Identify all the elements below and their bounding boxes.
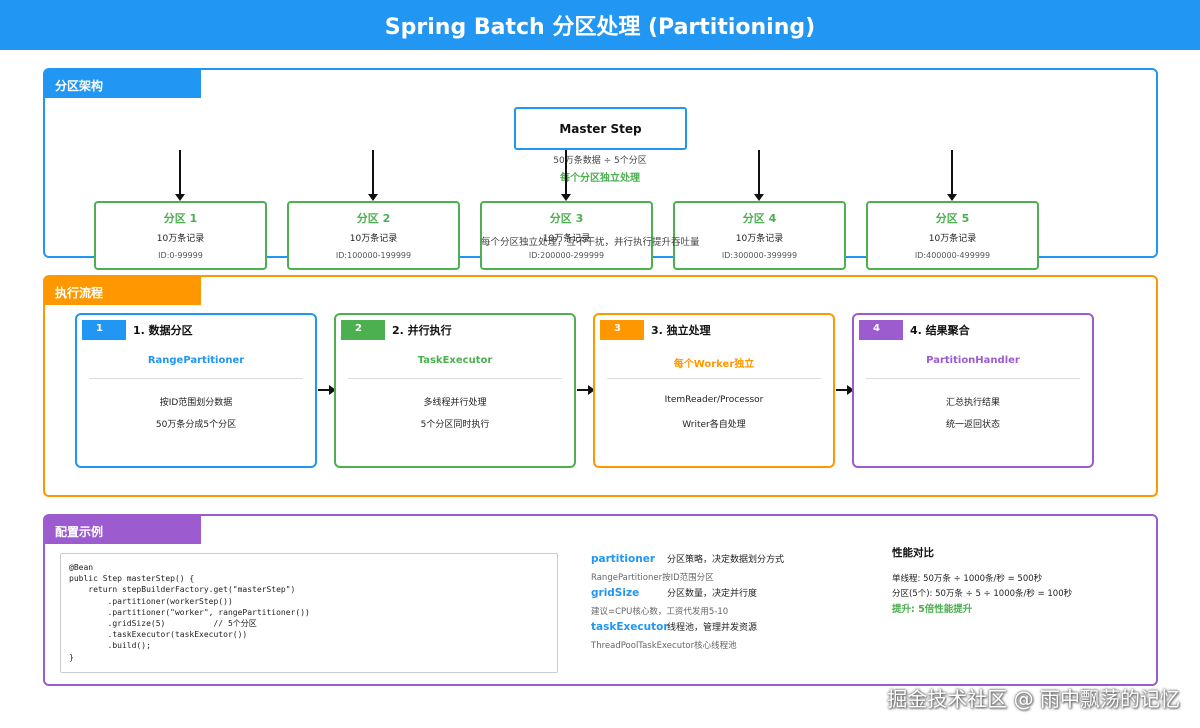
flow-step-2: 2 2. 并行执行 TaskExecutor 多线程并行处理 5个分区同时执行 xyxy=(334,313,576,468)
arrow-to-partition-2 xyxy=(368,150,378,201)
partition-box-2: 分区 2 10万条记录 ID:100000-199999 xyxy=(287,201,460,270)
master-highlight-note: 每个分区独立处理 xyxy=(560,173,640,184)
step-component: 每个Worker独立 xyxy=(673,359,755,370)
flow-step-3: 3 3. 独立处理 每个Worker独立 ItemReader/Processo… xyxy=(593,313,835,468)
watermark: 掘金技术社区 @ 雨中飘荡的记忆 xyxy=(887,687,1180,711)
config-sub: 建议=CPU核心数，工资代发用5-10 xyxy=(591,607,729,617)
partition-count: 10万条记录 xyxy=(735,234,784,244)
config-sub: ThreadPoolTaskExecutor核心线程池 xyxy=(591,641,737,651)
partition-overlap-note: 每个分区独立处理，互不干扰，并行执行提升吞吐量 xyxy=(481,237,700,248)
perf-single-thread: 单线程: 50万条 ÷ 1000条/秒 = 500秒 xyxy=(892,574,1043,584)
arrow-to-partition-3 xyxy=(561,150,571,201)
step-line-1: 多线程并行处理 xyxy=(423,398,487,408)
partition-id-range: ID:300000-399999 xyxy=(721,251,798,260)
step-title: 3. 独立处理 xyxy=(651,324,711,337)
arrow-to-partition-4 xyxy=(754,150,764,201)
master-data-note: 50万条数据 ÷ 5个分区 xyxy=(553,156,647,166)
partition-title: 分区 5 xyxy=(935,212,970,225)
partition-title: 分区 1 xyxy=(163,212,198,225)
config-sub: RangePartitioner按ID范围分区 xyxy=(591,573,714,583)
step-divider xyxy=(89,378,303,379)
step-line-2: Writer各自处理 xyxy=(682,420,746,430)
code-example: @Bean public Step masterStep() { return … xyxy=(69,563,310,662)
partition-box-4: 分区 4 10万条记录 ID:300000-399999 xyxy=(673,201,846,270)
step-divider xyxy=(348,378,562,379)
flow-arrow-3 xyxy=(836,385,854,395)
performance-comparison: 性能对比 单线程: 50万条 ÷ 1000条/秒 = 500秒 分区(5个): … xyxy=(892,545,1132,615)
flow-step-1: 1 1. 数据分区 RangePartitioner 按ID范围划分数据 50万… xyxy=(75,313,317,468)
partition-title: 分区 4 xyxy=(742,212,777,225)
master-step-box: Master Step xyxy=(514,107,687,150)
step-number-badge: 1 xyxy=(82,320,126,340)
partition-count: 10万条记录 xyxy=(928,234,977,244)
step-line-1: ItemReader/Processor xyxy=(664,395,764,405)
page-title: Spring Batch 分区处理 (Partitioning) xyxy=(384,15,816,40)
step-component: RangePartitioner xyxy=(147,355,245,366)
step-line-1: 汇总执行结果 xyxy=(945,398,1000,408)
partition-id-range: ID:0-99999 xyxy=(158,251,203,260)
step-number-badge: 3 xyxy=(600,320,644,340)
partition-id-range: ID:400000-499999 xyxy=(914,251,991,260)
config-desc: 分区策略，决定数据划分方式 xyxy=(667,555,785,565)
partition-id-range: ID:200000-299999 xyxy=(528,251,605,260)
step-line-2: 50万条分成5个分区 xyxy=(155,420,237,430)
arrow-to-partition-5 xyxy=(947,150,957,201)
step-component: PartitionHandler xyxy=(926,355,1020,366)
config-desc: 线程池，管理并发资源 xyxy=(667,623,758,633)
step-line-1: 按ID范围划分数据 xyxy=(159,398,233,408)
step-title: 1. 数据分区 xyxy=(133,324,193,337)
flow-section-label: 执行流程 xyxy=(45,277,201,305)
partition-box-5: 分区 5 10万条记录 ID:400000-499999 xyxy=(866,201,1039,270)
partition-title: 分区 3 xyxy=(549,212,584,225)
flow-arrow-1 xyxy=(318,385,336,395)
partition-box-3: 分区 3 10万条记录 ID:200000-299999 xyxy=(480,201,653,270)
partition-box-1: 分区 1 10万条记录 ID:0-99999 xyxy=(94,201,267,270)
config-item-gridsize: gridSize 分区数量，决定并行度 建议=CPU核心数，工资代发用5-10 xyxy=(591,581,871,617)
config-section-label: 配置示例 xyxy=(45,516,201,544)
step-line-2: 统一返回状态 xyxy=(945,420,1000,430)
config-item-partitioner: partitioner 分区策略，决定数据划分方式 RangePartitione… xyxy=(591,547,871,583)
title-bar: Spring Batch 分区处理 (Partitioning) xyxy=(0,0,1200,50)
config-key: gridSize xyxy=(591,587,640,599)
step-line-2: 5个分区同时执行 xyxy=(420,420,490,430)
flow-arrow-2 xyxy=(577,385,595,395)
config-key: taskExecutor xyxy=(591,621,669,633)
partition-count: 10万条记录 xyxy=(349,234,398,244)
perf-partitioned: 分区(5个): 50万条 ÷ 5 ÷ 1000条/秒 = 100秒 xyxy=(892,589,1073,599)
config-desc: 分区数量，决定并行度 xyxy=(667,589,758,599)
partition-title: 分区 2 xyxy=(356,212,391,225)
perf-gain: 提升: 5倍性能提升 xyxy=(892,604,973,615)
code-example-box: @Bean public Step masterStep() { return … xyxy=(60,553,558,673)
partition-id-range: ID:100000-199999 xyxy=(335,251,412,260)
step-component: TaskExecutor xyxy=(417,355,493,366)
config-key: partitioner xyxy=(591,553,656,565)
step-title: 2. 并行执行 xyxy=(392,324,452,337)
config-item-taskexecutor: taskExecutor线程池，管理并发资源 ThreadPoolTaskExe… xyxy=(591,615,871,651)
step-number-badge: 4 xyxy=(859,320,903,340)
partition-count: 10万条记录 xyxy=(542,234,591,244)
perf-heading: 性能对比 xyxy=(892,547,934,559)
step-divider xyxy=(866,378,1080,379)
flow-step-4: 4 4. 结果聚合 PartitionHandler 汇总执行结果 统一返回状态 xyxy=(852,313,1094,468)
step-divider xyxy=(607,378,821,379)
step-title: 4. 结果聚合 xyxy=(910,324,970,337)
architecture-section-label: 分区架构 xyxy=(45,70,201,98)
partition-count: 10万条记录 xyxy=(156,234,205,244)
arrow-to-partition-1 xyxy=(175,150,185,201)
step-number-badge: 2 xyxy=(341,320,385,340)
